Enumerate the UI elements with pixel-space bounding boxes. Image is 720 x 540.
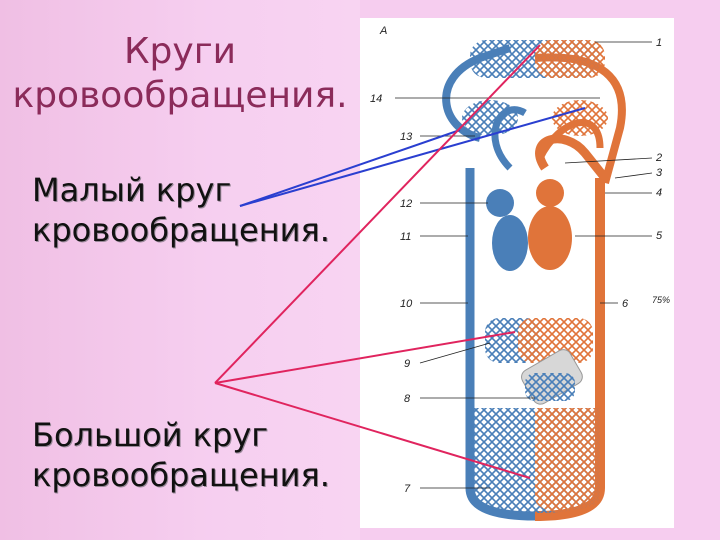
aortic-arch — [535, 134, 609, 181]
right-atrium — [486, 189, 514, 217]
circulation-svg — [395, 40, 653, 521]
circulation-diagram: А 1 2 3 4 5 6 7 8 9 10 11 12 13 14 75% — [360, 18, 674, 528]
small-circle-label: Малый круг кровообращения. — [32, 170, 330, 250]
slide-title: Круги кровообращения. — [0, 30, 360, 118]
left-ventricle — [528, 206, 572, 270]
left-atrium — [536, 179, 564, 207]
lower-capillaries-red — [535, 408, 600, 513]
big-circle-line-1: Большой круг — [32, 416, 269, 454]
title-line-1: Круги — [123, 31, 237, 72]
title-line-2: кровообращения. — [12, 75, 348, 116]
big-circle-line-2: кровообращения. — [32, 456, 330, 494]
small-circle-line-2: кровообращения. — [32, 211, 330, 249]
big-circle-label: Большой круг кровообращения. — [32, 415, 330, 495]
left-lung-capillaries — [462, 100, 518, 136]
head-capillaries-red — [535, 40, 605, 78]
small-circle-line-1: Малый круг — [32, 171, 232, 209]
gut-capillaries — [525, 373, 575, 401]
right-ventricle — [492, 215, 528, 271]
